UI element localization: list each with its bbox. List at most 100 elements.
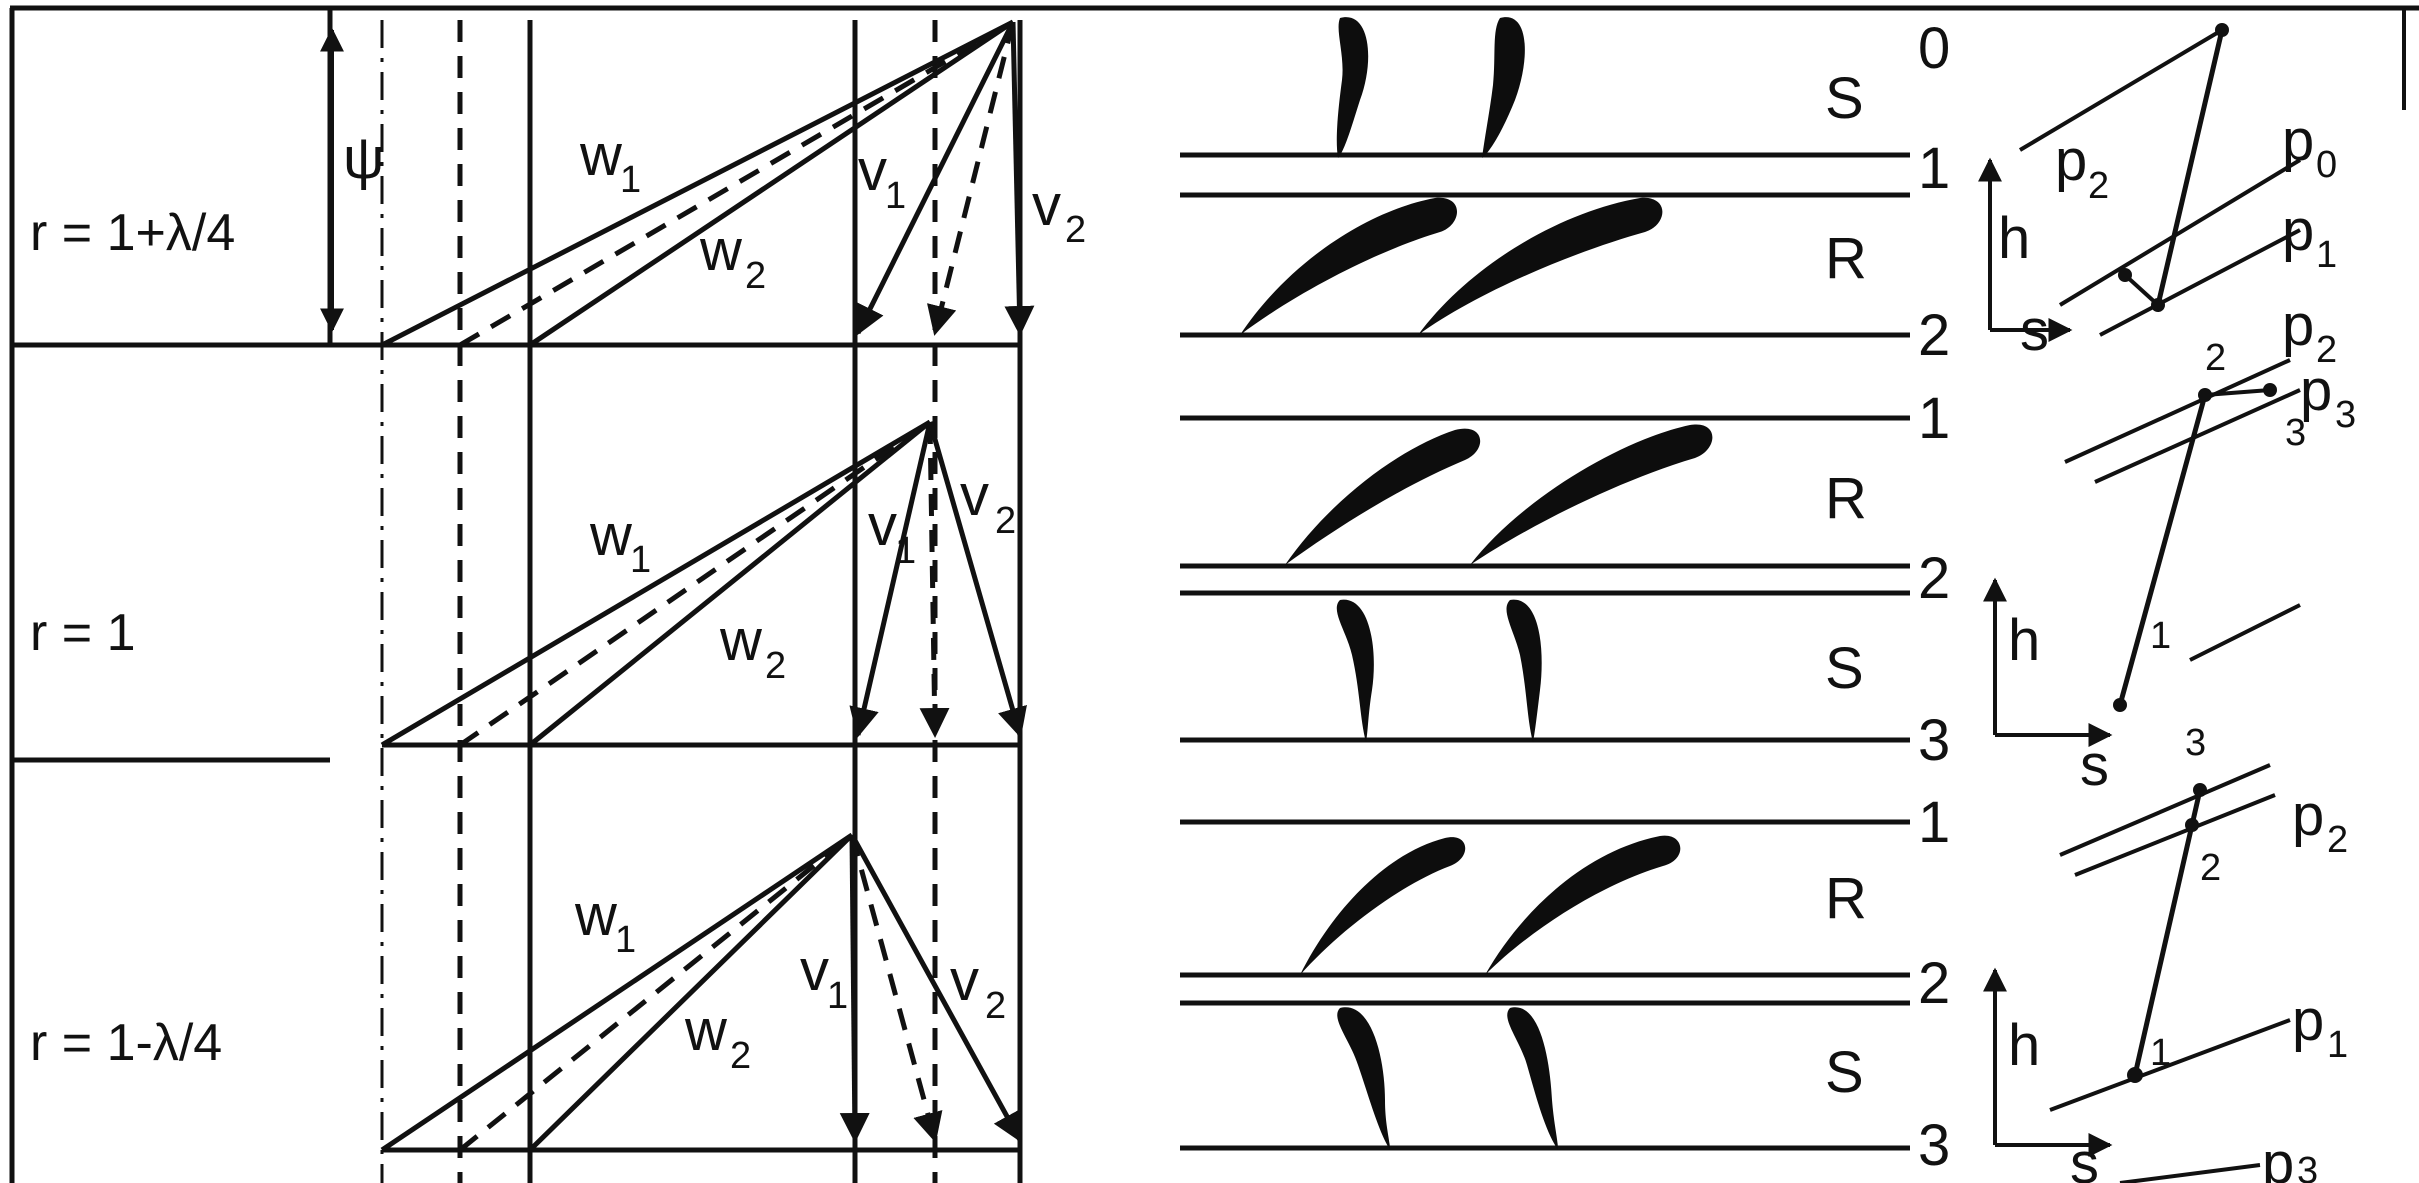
- v1-sub: 1: [885, 175, 906, 217]
- stator-blade: [1507, 1007, 1558, 1150]
- w1-label: w: [579, 123, 623, 188]
- isobar-p3: [2064, 358, 2291, 464]
- hs-diagram-2: [1983, 358, 2301, 747]
- w2-label: w: [699, 218, 743, 283]
- v1-vector: [855, 20, 1016, 336]
- w-mean-vector: [458, 419, 932, 748]
- isobar-sub: 2: [2316, 329, 2337, 371]
- v1-sub: 1: [895, 530, 916, 572]
- process-line: [2123, 273, 2160, 307]
- row-label: R: [1825, 466, 1867, 531]
- v2-sub: 2: [1065, 209, 1086, 251]
- isobar-sub: 1: [2316, 234, 2337, 276]
- stator-blade: [1482, 17, 1525, 158]
- v-mean-vector: [919, 421, 950, 738]
- v1-vector: [849, 421, 933, 738]
- w1-sub: 1: [620, 159, 641, 201]
- w1-vector: [380, 19, 1015, 348]
- state-point: [2193, 783, 2207, 797]
- w1-vector: [380, 832, 854, 1153]
- isobar-label: p: [2055, 128, 2087, 193]
- process-line: [2132, 789, 2203, 1076]
- w1-vector: [380, 419, 932, 748]
- station-label: 0: [1918, 16, 1950, 81]
- v2-vector: [927, 421, 1027, 738]
- v2-vector: [1004, 21, 1035, 336]
- row-label: S: [1825, 1040, 1864, 1105]
- v1-label: v: [868, 493, 897, 558]
- v-mean-vector: [927, 21, 1016, 336]
- isobar-p1: [2189, 603, 2301, 662]
- w2-label: w: [684, 998, 728, 1063]
- isobar-sub: 1: [2327, 1024, 2348, 1066]
- w2-sub: 2: [745, 255, 766, 297]
- s-label: s: [2020, 298, 2049, 363]
- psi-label: ψ: [343, 126, 384, 191]
- hs-diagram-3: [1983, 763, 2291, 1183]
- w2-vector: [528, 420, 932, 747]
- stator-blade: [1506, 599, 1542, 742]
- rotor-blade: [1418, 197, 1663, 335]
- station-label: 2: [1918, 303, 1950, 368]
- state-point: [2198, 388, 2212, 402]
- velocity-triangle-1: [320, 19, 1035, 348]
- row-label: S: [1825, 66, 1864, 131]
- isobar-label: p: [2300, 358, 2332, 423]
- process-line: [2155, 29, 2225, 306]
- v1-vector: [839, 834, 870, 1143]
- point-label: 3: [2185, 722, 2206, 764]
- isobar-p0: [2058, 158, 2302, 307]
- point-label: 1: [2150, 615, 2171, 657]
- isobar-p1: [2049, 1018, 2291, 1112]
- w2-vector: [528, 833, 854, 1152]
- hs-diagram-1: [1978, 23, 2302, 342]
- h-label: h: [2008, 1013, 2040, 1078]
- station-label: 2: [1918, 951, 1950, 1016]
- row-label-top: r = 1+λ/4: [30, 204, 235, 262]
- process-line: [2117, 394, 2208, 706]
- rotor-blade: [1485, 835, 1681, 975]
- v2-sub: 2: [985, 985, 1006, 1027]
- stator-blade: [1336, 599, 1374, 742]
- isobar-p1: [2099, 228, 2301, 337]
- w1-sub: 1: [630, 539, 651, 581]
- process-line: [2204, 388, 2271, 397]
- state-point: [2118, 268, 2132, 282]
- velocity-triangle-2: [380, 419, 1027, 748]
- w1-label: w: [589, 503, 633, 568]
- stator-blade: [1337, 1007, 1390, 1150]
- state-point: [2113, 698, 2127, 712]
- isobar-label: p: [2262, 1131, 2294, 1183]
- isobar-label: p: [2282, 108, 2314, 173]
- row-label: S: [1825, 636, 1864, 701]
- rotor-blade: [1285, 428, 1481, 565]
- station-label: 1: [1918, 790, 1950, 855]
- state-point: [2263, 383, 2277, 397]
- point-label: 3: [2285, 412, 2306, 454]
- w2-sub: 2: [765, 645, 786, 687]
- isobar-label: p: [2282, 198, 2314, 263]
- station-label: 3: [1918, 1113, 1950, 1178]
- velocity-triangle-3: [380, 832, 1023, 1153]
- v2-label: v: [950, 948, 979, 1013]
- state-point: [2127, 1067, 2143, 1083]
- station-label: 1: [1918, 136, 1950, 201]
- v-mean-vector: [849, 834, 943, 1143]
- point-label: 1: [2150, 1032, 2171, 1074]
- isobar-sub: 2: [2088, 165, 2109, 207]
- rotor-blade: [1300, 837, 1466, 975]
- isobar-sub: 3: [2297, 1150, 2318, 1183]
- w-mean-vector: [458, 833, 854, 1152]
- isobar-label: p: [2292, 988, 2324, 1053]
- v1-label: v: [858, 138, 887, 203]
- v1-sub: 1: [827, 975, 848, 1017]
- isobar-label: p: [2282, 293, 2314, 358]
- state-point: [2185, 818, 2199, 832]
- s-label: s: [2070, 1131, 2099, 1183]
- state-point: [2215, 23, 2229, 37]
- rotor-blade: [1470, 424, 1713, 565]
- state-point: [2151, 298, 2165, 312]
- w2-label: w: [719, 608, 763, 673]
- isobar-sub: 3: [2335, 394, 2356, 436]
